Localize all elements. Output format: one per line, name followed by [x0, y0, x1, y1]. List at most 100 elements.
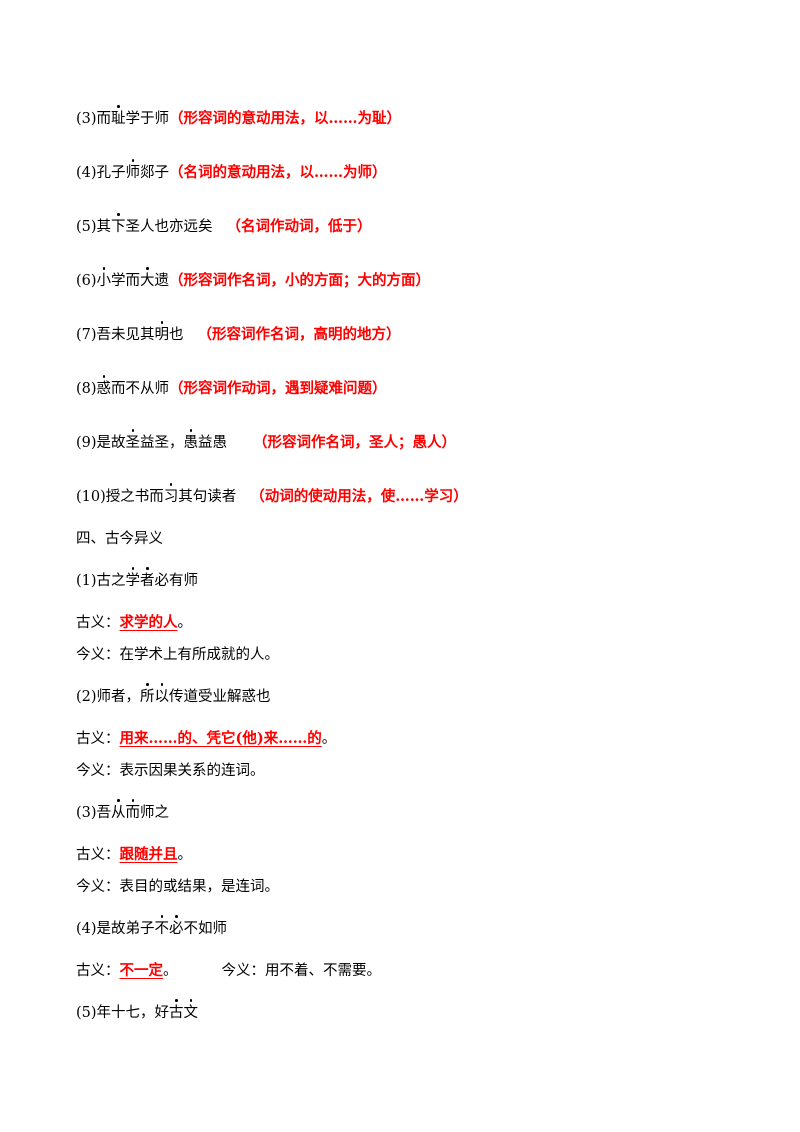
dotted-char: 圣 — [125, 435, 141, 451]
sentence-text: 是故弟子 — [96, 921, 155, 937]
usage-item-6: (6)小学而大遗（形容词作名词，小的方面；大的方面） — [76, 271, 430, 291]
meaning-label: 古义： — [76, 963, 120, 979]
gujin-item-2: (2)师者，所以传道受业解惑也 — [76, 687, 271, 707]
sentence-text: 而 — [96, 111, 112, 127]
meaning-label: 古义： — [76, 847, 120, 863]
item-number: (7) — [76, 327, 97, 343]
punctuation: 。 — [177, 615, 193, 631]
item-number: (3) — [76, 111, 97, 127]
sentence-text: 吾未见其 — [96, 327, 155, 343]
modern-meaning-text: 用不着、不需要。 — [265, 963, 381, 979]
ancient-meaning-1: 古义：求学的人。 — [76, 613, 192, 633]
dotted-char: 习 — [163, 489, 179, 505]
sentence-text: 必有师 — [154, 573, 199, 589]
item-number: (5) — [76, 1005, 97, 1021]
sentence-text: 益愚 — [198, 435, 228, 451]
meaning-label: 今义： — [76, 879, 120, 895]
dotted-char: 小 — [96, 273, 112, 289]
ancient-meaning-answer: 求学的人 — [119, 614, 178, 631]
dotted-char: 下 — [111, 219, 126, 235]
usage-item-4: (4)孔子师郯子（名词的意动用法，以……为师） — [76, 163, 387, 183]
dotted-char: 所 — [140, 689, 155, 705]
sentence-text: 也 — [169, 327, 184, 343]
dotted-char: 师 — [125, 165, 141, 181]
usage-item-3: (3)而耻学于师（形容词的意动用法，以……为耻） — [76, 109, 401, 129]
item-number: (9) — [76, 435, 97, 451]
modern-meaning-text: 表示因果关系的连词。 — [119, 763, 265, 779]
sentence-text: 传道受业解惑也 — [169, 689, 271, 705]
dotted-char: 不 — [154, 921, 170, 937]
item-number: (5) — [76, 219, 97, 235]
sentence-text: 而不从师 — [111, 381, 170, 397]
ancient-meaning-answer: 不一定 — [119, 962, 164, 979]
modern-meaning-3: 今义：表目的或结果，是连词。 — [76, 877, 279, 897]
sentence-text: 其句读者 — [178, 489, 237, 505]
dotted-char: 学 — [125, 573, 141, 589]
sentence-text: 圣人也亦远矣 — [125, 219, 213, 235]
annotation: （名词作动词，低于） — [226, 218, 372, 235]
gujin-item-4: (4)是故弟子不必不如师 — [76, 919, 227, 939]
dotted-char: 从 — [111, 805, 126, 821]
gujin-item-3: (3)吾从而师之 — [76, 803, 169, 823]
item-number: (4) — [76, 921, 97, 937]
item-number: (8) — [76, 381, 97, 397]
usage-item-8: (8)惑而不从师（形容词作动词，遇到疑难问题） — [76, 379, 387, 399]
dotted-char: 者 — [140, 573, 155, 589]
punctuation: 。 — [321, 731, 337, 747]
annotation: （形容词的意动用法，以……为耻） — [169, 110, 402, 127]
modern-meaning-text: 表目的或结果，是连词。 — [119, 879, 280, 895]
sentence-text: 吾 — [96, 805, 112, 821]
ancient-meaning-3: 古义：跟随并且。 — [76, 845, 192, 865]
ancient-meaning-2: 古义：用来……的、凭它(他)来……的。 — [76, 729, 336, 749]
item-number: (1) — [76, 573, 97, 589]
gujin-item-1: (1)古之学者必有师 — [76, 571, 198, 591]
section-heading: 四、古今异义 — [76, 531, 163, 547]
sentence-text: 师者， — [96, 689, 141, 705]
meaning-row-4: 古义：不一定。 今义：用不着、不需要。 — [76, 961, 381, 981]
sentence-text: 学而 — [111, 273, 141, 289]
sentence-text: 古之 — [96, 573, 126, 589]
punctuation: 。 — [163, 963, 178, 979]
sentence-text: 其 — [96, 219, 112, 235]
dotted-char: 愚 — [183, 435, 199, 451]
item-number: (2) — [76, 689, 97, 705]
punctuation: 。 — [177, 847, 193, 863]
annotation: （形容词作名词，圣人；愚人） — [253, 434, 457, 451]
annotation: （形容词作动词，遇到疑难问题） — [169, 380, 387, 397]
meaning-label: 今义： — [76, 763, 120, 779]
item-number: (10) — [76, 489, 106, 505]
meaning-label: 古义： — [76, 615, 120, 631]
sentence-text: 师之 — [140, 805, 170, 821]
annotation: （动词的使动用法，使……学习） — [250, 488, 468, 505]
gujin-item-5: (5)年十七，好古文 — [76, 1003, 198, 1023]
modern-meaning-1: 今义：在学术上有所成就的人。 — [76, 645, 279, 665]
dotted-char: 大 — [140, 273, 155, 289]
sentence-text: 郯子 — [140, 165, 170, 181]
sentence-text: 是故 — [96, 435, 126, 451]
annotation: （形容词作名词，高明的地方） — [197, 326, 401, 343]
dotted-char: 必 — [169, 921, 184, 937]
dotted-char: 惑 — [96, 381, 112, 397]
dotted-char: 明 — [154, 327, 170, 343]
ancient-meaning-answer: 用来……的、凭它(他)来……的 — [119, 730, 322, 747]
annotation: （名词的意动用法，以……为师） — [169, 164, 387, 181]
usage-item-9: (9)是故圣益圣，愚益愚 （形容词作名词，圣人；愚人） — [76, 433, 456, 453]
sentence-text: 年十七，好 — [96, 1005, 170, 1021]
meaning-label: 古义： — [76, 731, 120, 747]
item-number: (6) — [76, 273, 97, 289]
sentence-text: 益圣， — [140, 435, 184, 451]
dotted-char: 古 — [169, 1005, 184, 1021]
dotted-char: 耻 — [111, 111, 126, 127]
usage-item-7: (7)吾未见其明也 （形容词作名词，高明的地方） — [76, 325, 401, 345]
meaning-label: 今义： — [76, 647, 120, 663]
sentence-text: 孔子 — [96, 165, 126, 181]
ancient-meaning-answer: 跟随并且 — [119, 846, 178, 863]
modern-meaning-2: 今义：表示因果关系的连词。 — [76, 761, 265, 781]
sentence-text: 授之书而 — [105, 489, 164, 505]
usage-item-10: (10)授之书而习其句读者 （动词的使动用法，使……学习） — [76, 487, 468, 507]
item-number: (4) — [76, 165, 97, 181]
item-number: (3) — [76, 805, 97, 821]
meaning-label: 今义： — [221, 963, 266, 979]
dotted-char: 以 — [154, 689, 170, 705]
